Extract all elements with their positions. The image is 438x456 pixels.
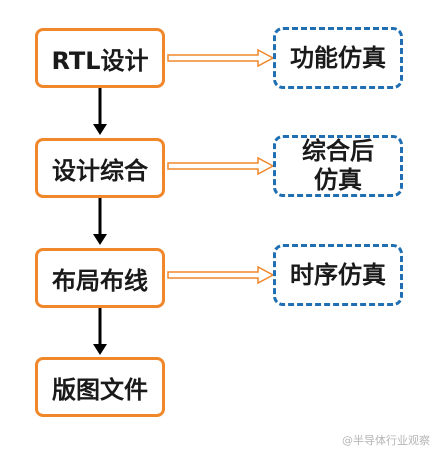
right-arrow-1: [167, 48, 275, 68]
sim-timing: 时序仿真: [273, 244, 403, 306]
down-arrow-3: [93, 308, 107, 355]
sim-post-synthesis: 综合后 仿真: [273, 135, 403, 197]
step-synthesis: 设计综合: [35, 138, 165, 198]
watermark: @半导体行业观察: [342, 434, 430, 447]
right-arrow-3: [167, 265, 275, 285]
sim-functional: 功能仿真: [273, 27, 403, 89]
right-arrow-2: [167, 156, 275, 176]
step-rtl-design: RTL设计: [35, 28, 165, 88]
step-place-and-route: 布局布线: [35, 248, 165, 308]
down-arrow-2: [93, 198, 107, 245]
step-layout-file: 版图文件: [35, 357, 165, 417]
down-arrow-1: [93, 88, 107, 135]
